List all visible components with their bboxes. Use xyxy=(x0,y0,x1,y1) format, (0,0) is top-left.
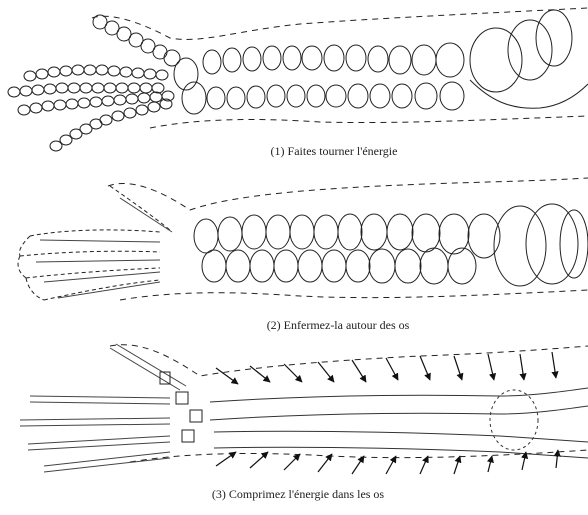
panel-3-compress-energy xyxy=(20,344,588,474)
hand-outline xyxy=(18,186,170,300)
caption-panel-1-label: (1) Faites tourner l'énergie xyxy=(40,144,588,159)
caption-panel-3-label: (3) Comprimez l'énergie dans les os xyxy=(4,487,588,502)
arm-outline-lower xyxy=(150,116,588,128)
forearm-upper-coils xyxy=(203,43,464,77)
finger-coils xyxy=(8,65,174,151)
panel-2-enclose-bones xyxy=(18,178,588,300)
elbow-coils xyxy=(494,204,588,286)
arm-outline-upper xyxy=(110,345,588,376)
arm-outline-upper xyxy=(108,178,588,210)
arm-outline-lower xyxy=(130,450,588,462)
forearm-lower-coils xyxy=(202,248,476,284)
caption-panel-2-label: (2) Enfermez-la autour des os xyxy=(44,318,588,333)
hand-bones xyxy=(20,344,186,472)
wrist-coils xyxy=(174,58,206,114)
finger-bones xyxy=(36,198,172,298)
compression-arrows-top xyxy=(216,352,556,384)
finger-coil-1 xyxy=(24,65,168,81)
finger-coil-2 xyxy=(8,83,164,97)
panel-1-spiral-energy xyxy=(8,8,588,151)
arm-outline-upper xyxy=(92,8,588,39)
arm-outline-lower xyxy=(120,290,588,300)
forearm-lower-coils xyxy=(207,82,464,110)
forearm-bones xyxy=(210,388,588,458)
elbow-coils xyxy=(470,10,588,108)
